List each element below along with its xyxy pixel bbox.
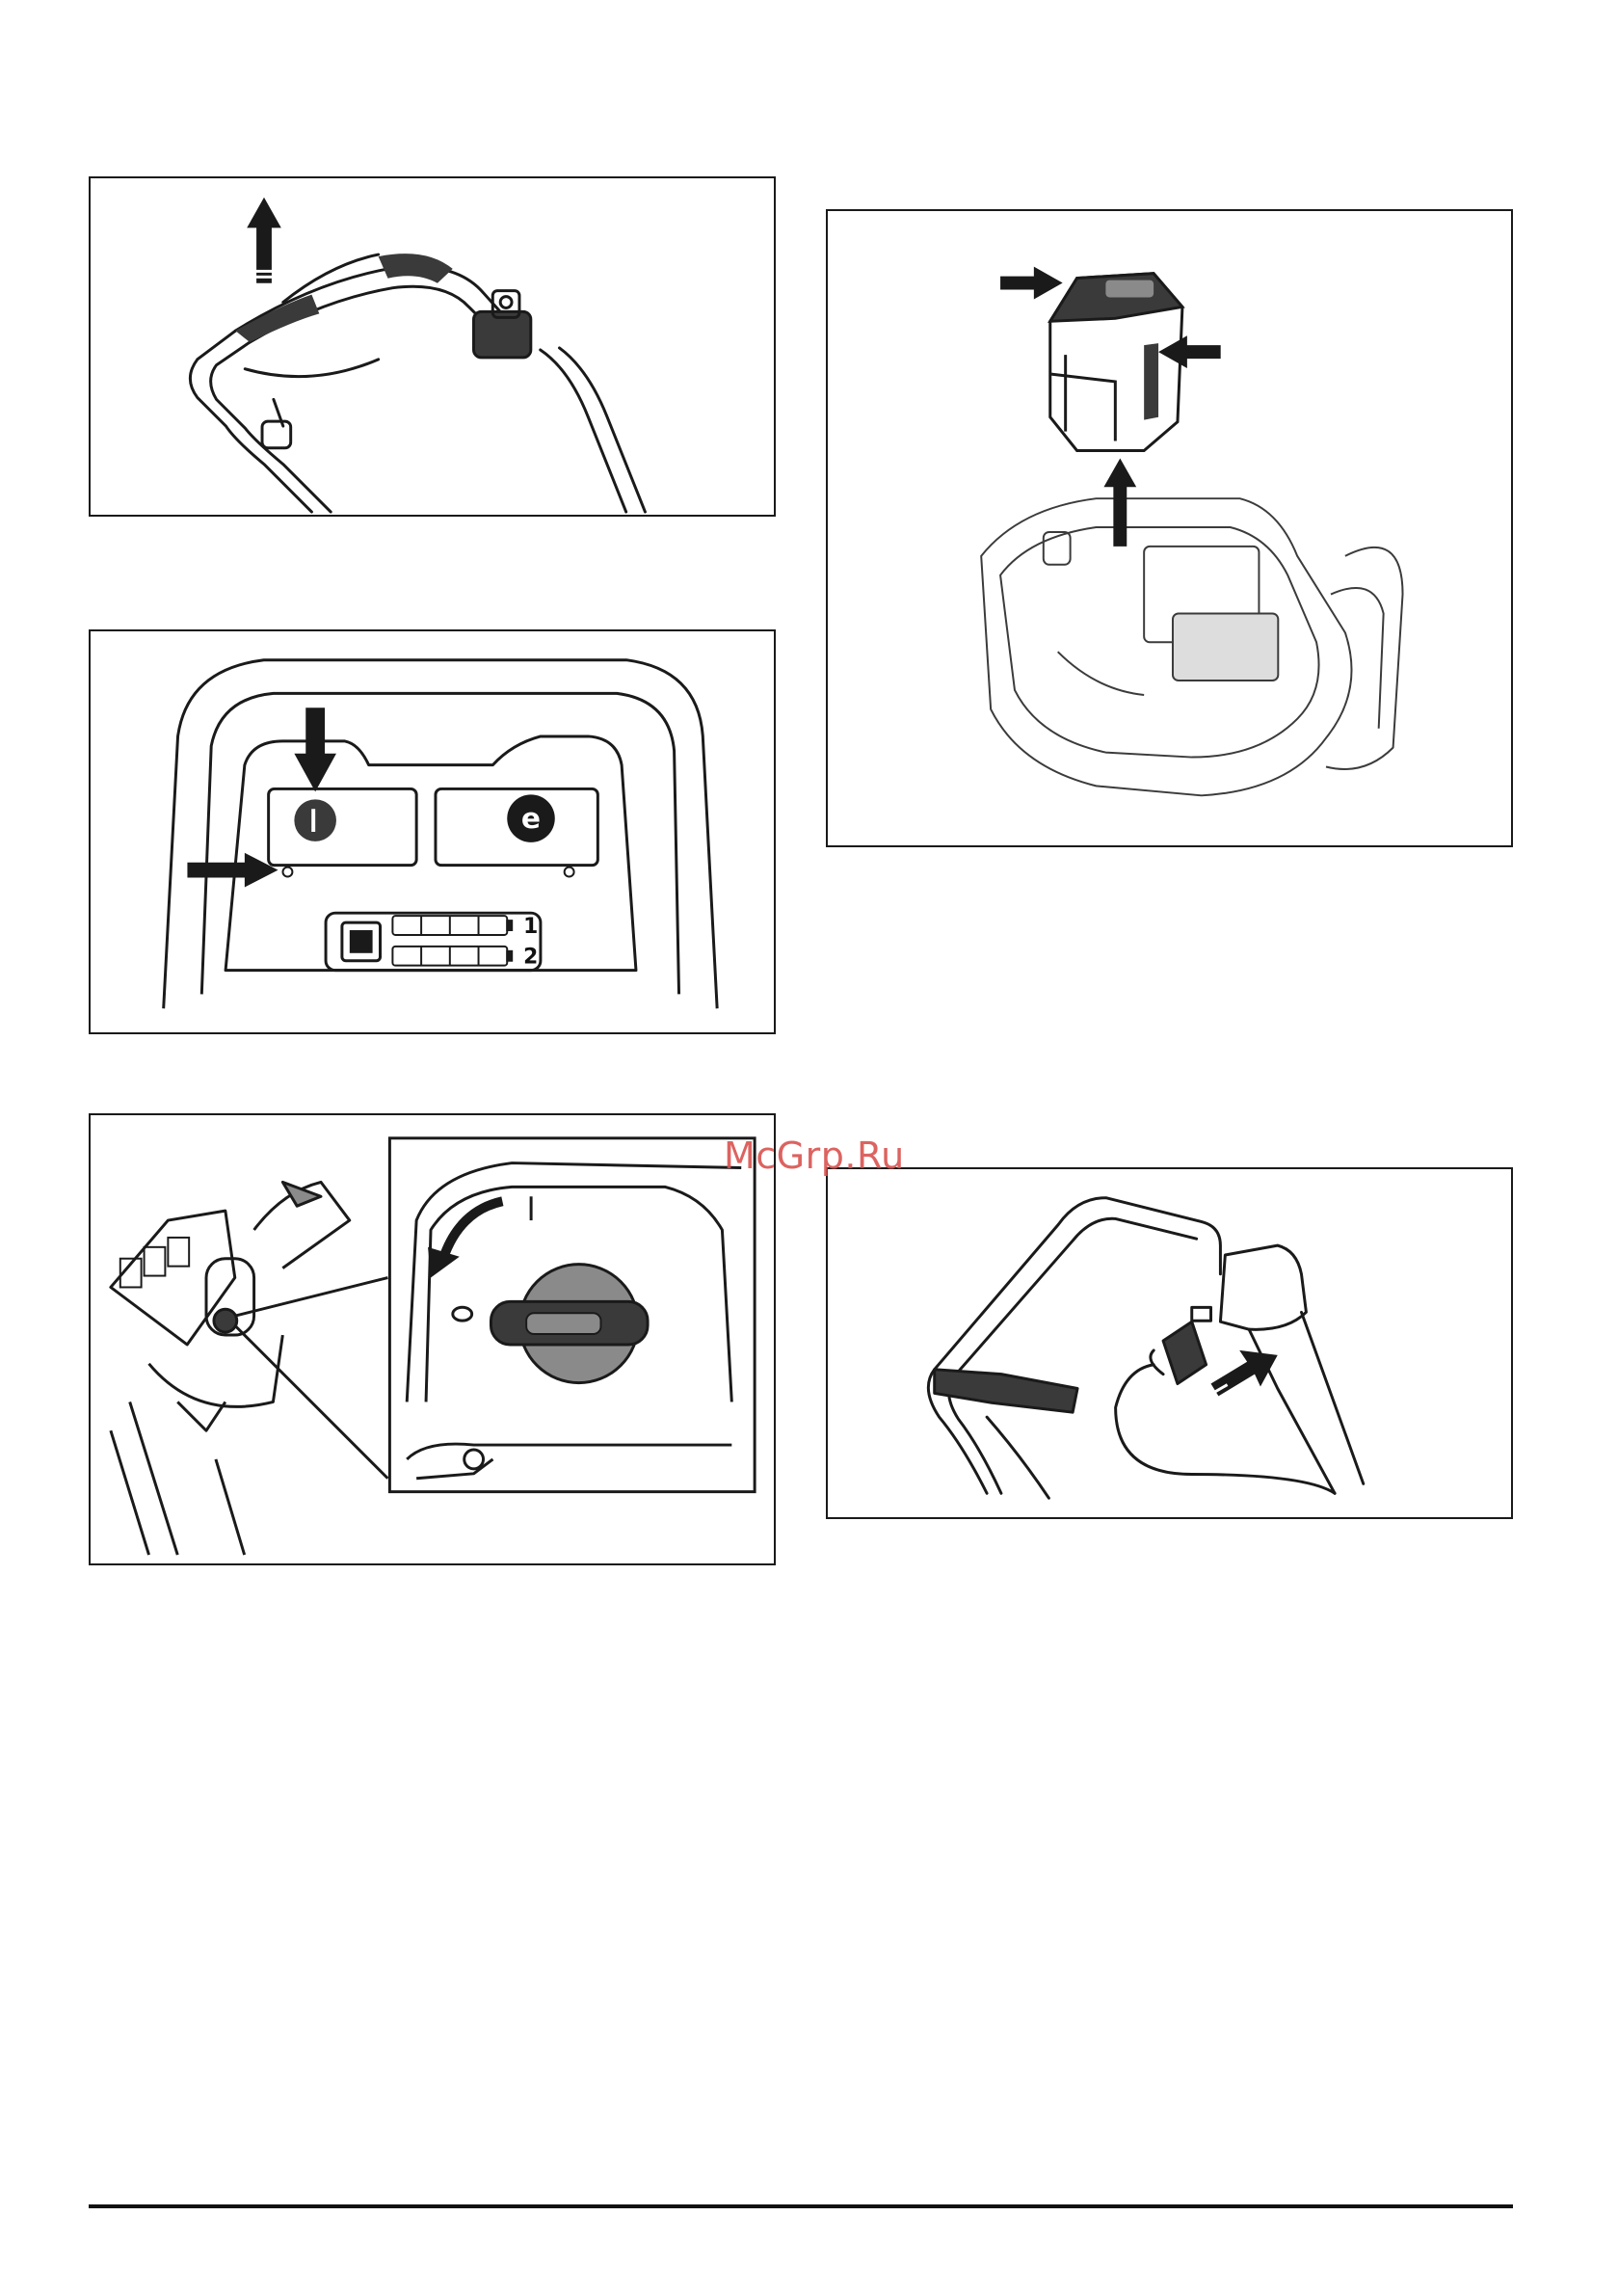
- arrow-down-icon: [294, 707, 336, 791]
- indicator-label-2: 2: [523, 946, 538, 970]
- arrow-right-icon: [1000, 267, 1063, 300]
- svg-text:e: e: [521, 802, 541, 836]
- eco-mode-icon: e: [507, 794, 555, 842]
- indicator-label-1: 1: [523, 915, 538, 939]
- watermark: McGrp.Ru: [724, 1135, 905, 1177]
- charger-illustration: [828, 1169, 1511, 1517]
- power-button-icon: [294, 799, 336, 841]
- figure-safety-key-knob: [89, 1113, 776, 1565]
- battery-indicator-icon: [392, 916, 512, 966]
- handle-illustration: [91, 178, 774, 515]
- arrow-up-icon: [247, 198, 281, 283]
- figure-handle-fold: [89, 176, 776, 517]
- battery-icon: [1050, 274, 1182, 451]
- arrow-up-icon: [1103, 458, 1136, 546]
- battery-illustration: [828, 211, 1511, 845]
- figure-charger-connection: [826, 1167, 1513, 1519]
- control-panel-illustration: e 1 2: [91, 631, 774, 1032]
- footer-rule: [89, 2204, 1513, 2208]
- knob-illustration: [91, 1115, 774, 1563]
- figure-battery-removal: [826, 209, 1513, 847]
- plug-icon: [1151, 1322, 1207, 1383]
- arrow-icon: [1208, 1350, 1278, 1397]
- figure-control-panel: e 1 2: [89, 629, 776, 1034]
